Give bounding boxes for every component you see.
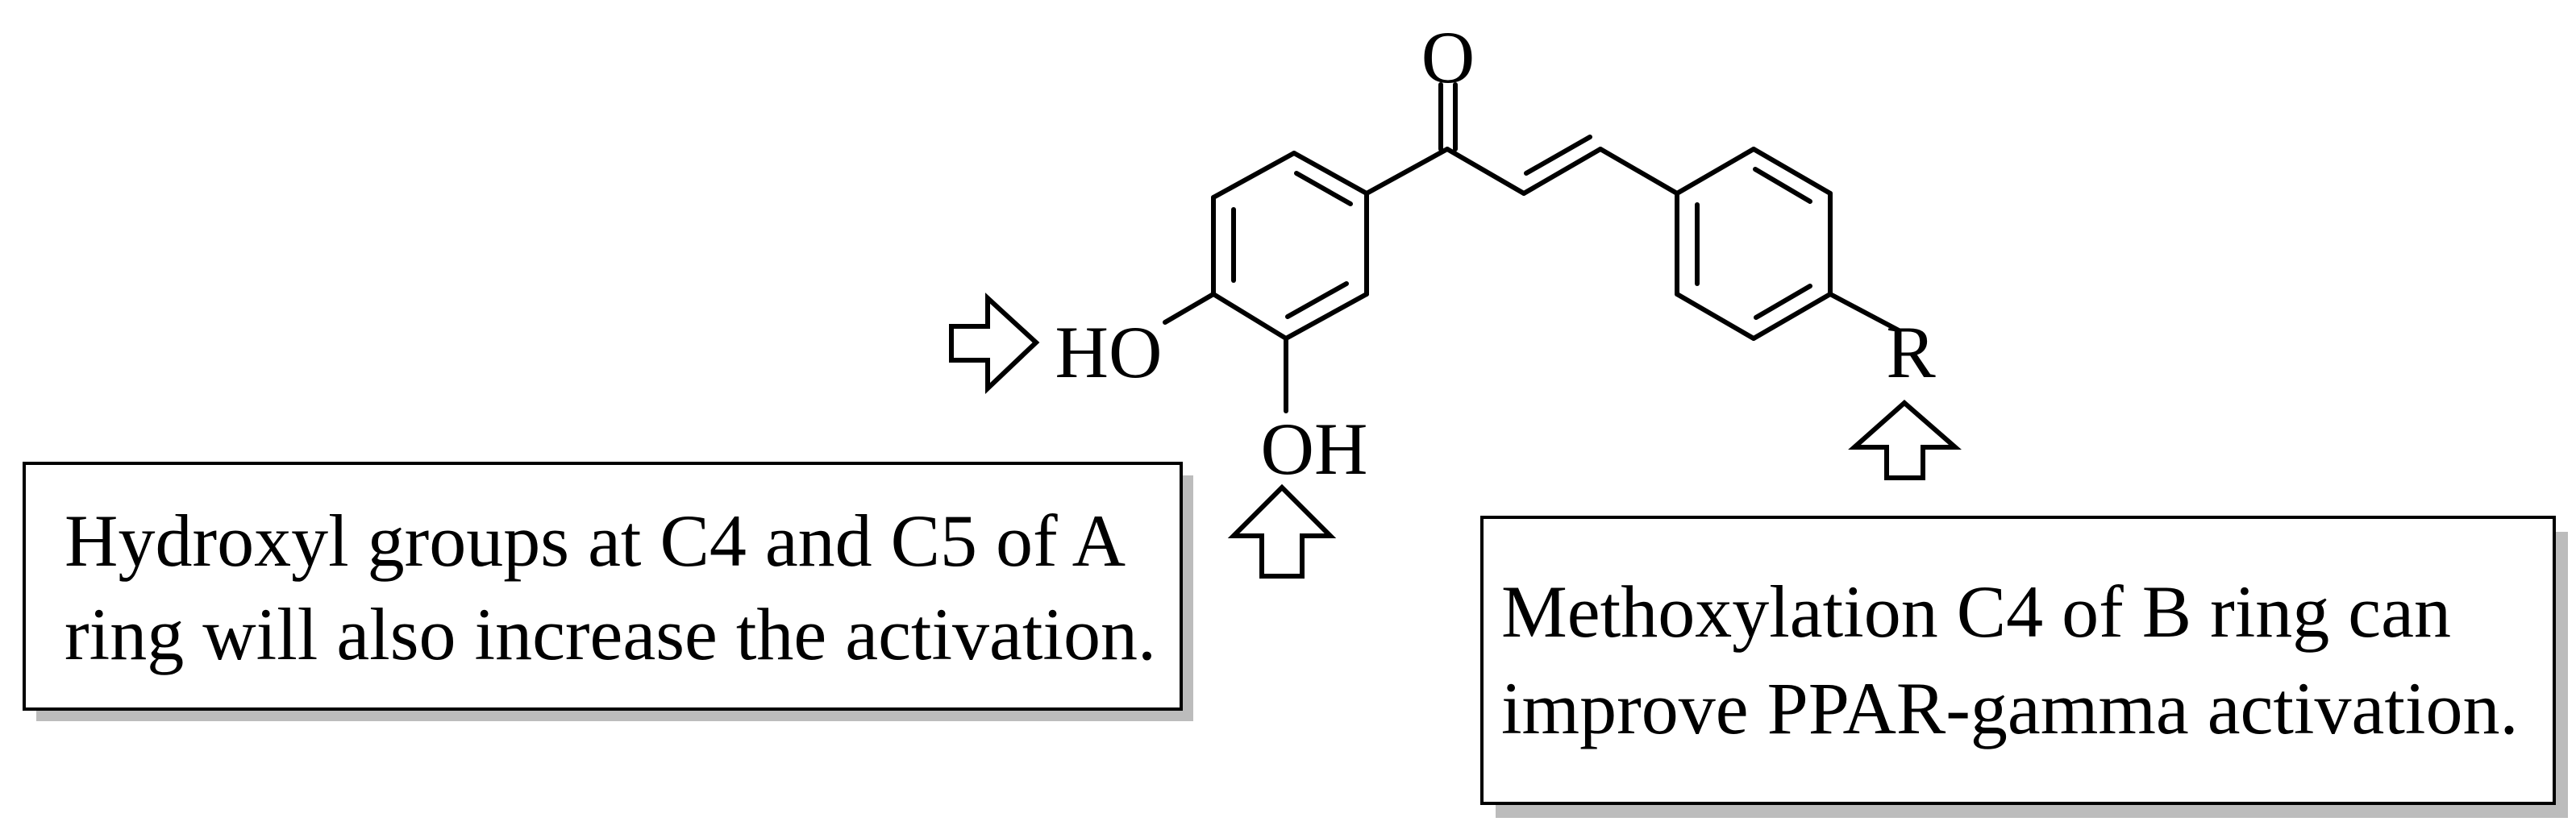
alkene-bond bbox=[1521, 147, 1603, 196]
b-ring-note-line2: improve PPAR-gamma activation. bbox=[1501, 667, 2518, 749]
c4-hydroxyl-arrow-icon bbox=[949, 293, 1040, 394]
a-ring-note-line2: ring will also increase the activation. bbox=[65, 593, 1156, 675]
r-group-arrow-icon bbox=[1848, 400, 1962, 480]
c5-hydroxyl-label: OH bbox=[1261, 408, 1368, 490]
r-group-label: R bbox=[1886, 311, 1936, 393]
b-ring-box bbox=[1480, 516, 2556, 805]
alpha-carbon-bond bbox=[1445, 147, 1526, 196]
ring-a-bond bbox=[1284, 292, 1369, 341]
c4-hydroxyl-bond bbox=[1163, 292, 1216, 325]
beta-carbon-bond bbox=[1598, 147, 1679, 196]
ring-b bbox=[1675, 147, 1833, 341]
carbonyl-carbon-bond bbox=[1364, 147, 1450, 196]
ring-a-double-bond bbox=[1294, 171, 1353, 206]
ring-b-double-bond bbox=[1753, 167, 1812, 204]
a-ring-note-line1: Hydroxyl groups at C4 and C5 of A bbox=[65, 500, 1126, 582]
ring-a bbox=[1211, 151, 1369, 341]
alkene-double-bond bbox=[1524, 135, 1592, 176]
ring-a-bond bbox=[1292, 151, 1369, 196]
a-ring-annotation: Hydroxyl groups at C4 and C5 of A ring w… bbox=[23, 462, 1193, 721]
ring-b-double-bond bbox=[1754, 284, 1812, 320]
ring-b-bond bbox=[1751, 147, 1833, 196]
c5-hydroxyl-arrow-icon bbox=[1227, 483, 1337, 579]
carbonyl-oxygen-label: O bbox=[1421, 16, 1475, 98]
ring-a-double-bond bbox=[1285, 281, 1349, 319]
ring-a-bond bbox=[1211, 292, 1288, 341]
a-ring-box bbox=[23, 462, 1183, 711]
chalcone-structure: O HO OH R bbox=[1055, 16, 1937, 490]
b-ring-annotation: Methoxylation C4 of B ring can improve P… bbox=[1480, 516, 2568, 818]
r-substituent-bond bbox=[1828, 292, 1901, 333]
ring-b-bond bbox=[1751, 292, 1833, 341]
b-ring-note-line1: Methoxylation C4 of B ring can bbox=[1501, 571, 2451, 653]
c4-hydroxyl-label: HO bbox=[1055, 311, 1163, 393]
ring-b-bond bbox=[1675, 292, 1756, 341]
ring-b-bond bbox=[1675, 147, 1756, 196]
ring-a-bond bbox=[1211, 151, 1296, 200]
